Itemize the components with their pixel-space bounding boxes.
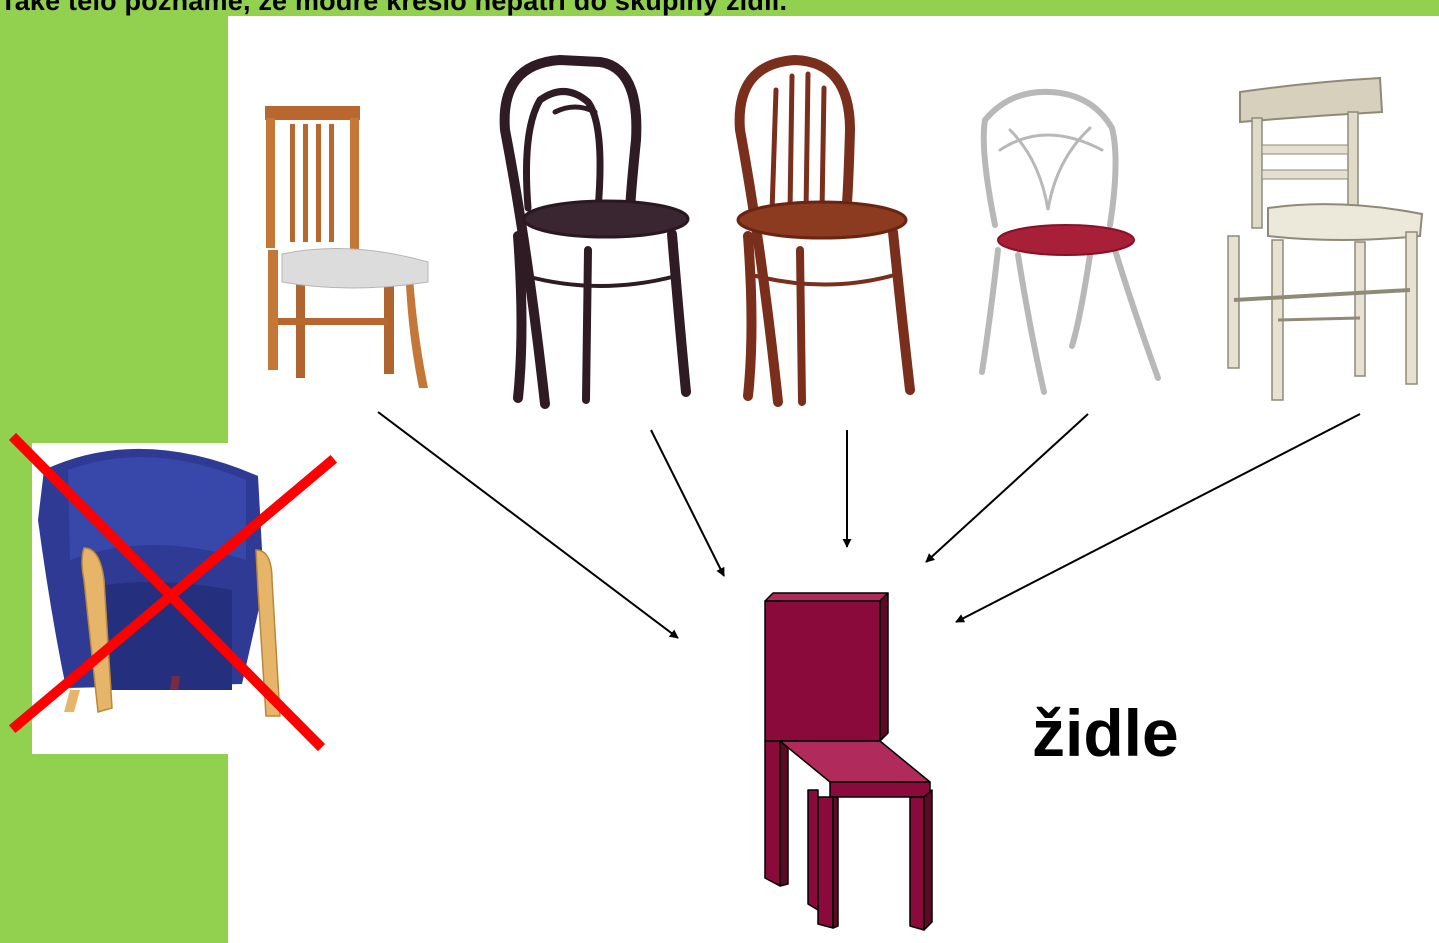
white-painted-chair-icon	[1228, 78, 1422, 400]
dark-bentwood-chair-icon	[505, 60, 688, 404]
arrow-2	[651, 430, 724, 576]
arrow-4	[926, 414, 1088, 562]
arrow-1	[378, 412, 678, 638]
metal-folding-chair-icon	[982, 92, 1158, 392]
arrow-5	[956, 414, 1360, 622]
generic-chair-icon	[765, 593, 932, 930]
wooden-ladderback-chair-icon	[265, 106, 428, 388]
brown-bentwood-chair-icon	[738, 60, 910, 402]
result-label: židle	[1032, 700, 1179, 766]
